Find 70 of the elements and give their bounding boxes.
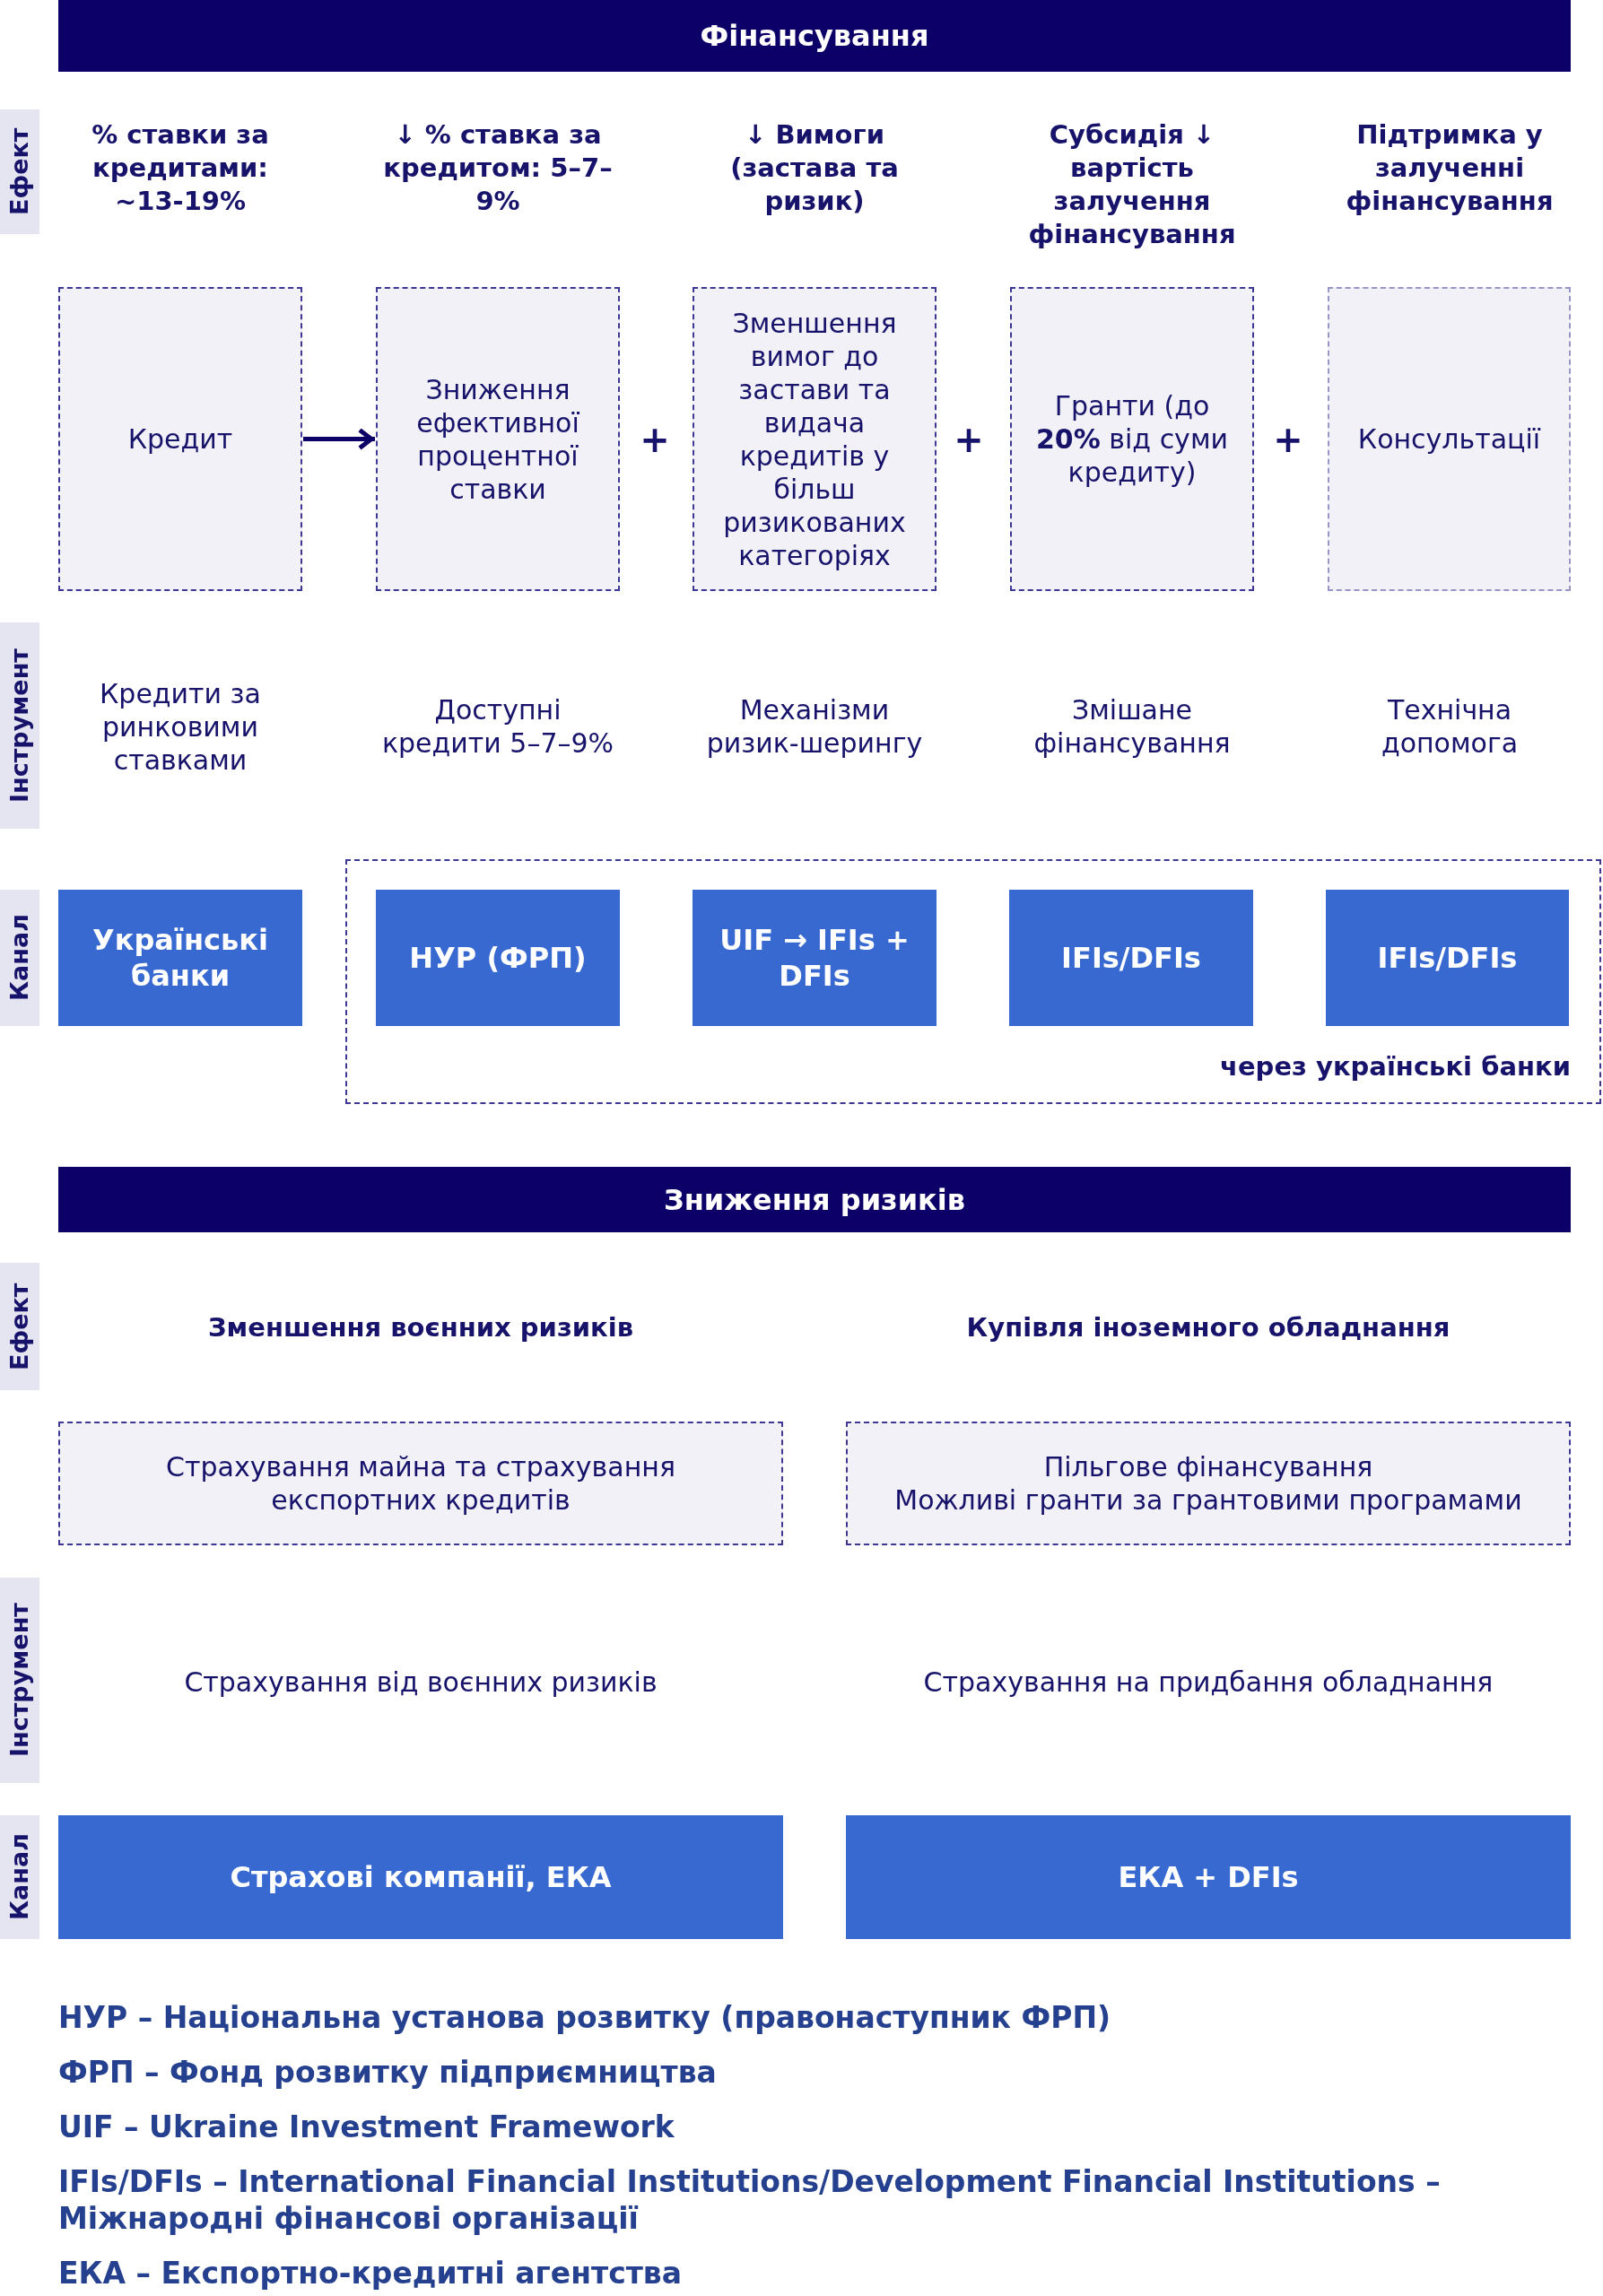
- effect-heading: Зменшення воєнних ризиків: [207, 1311, 634, 1343]
- channel-box: [58, 890, 302, 1026]
- box-text: Кредит: [127, 423, 233, 455]
- box-text: Зменшення вимог до застави та видача кредитів у більш ризикованих категоріях: [723, 307, 906, 571]
- box-text: Гранти (до 20% від суми кредиту): [1036, 390, 1228, 488]
- glossary-entry: ФРП – Фонд розвитку підприємництва: [58, 2055, 717, 2090]
- dashed-box: [1010, 287, 1254, 591]
- instrument-label: Змішане фінансування: [1033, 694, 1231, 759]
- row-label: Канал: [5, 914, 33, 1002]
- channel-name: UIF → IFIs + DFIs: [719, 923, 910, 993]
- row-label-tab: [0, 1263, 39, 1390]
- channel-box: [376, 890, 620, 1026]
- box-text: Можливі гранти за грантовими програмами: [894, 1484, 1522, 1516]
- box-text: Страхування майна та страхування експортних кредитів: [166, 1451, 675, 1516]
- section-title: Зниження ризиків: [664, 1182, 965, 1217]
- instrument-label: Механізми ризик-шерингу: [706, 694, 923, 759]
- dashed-box: [693, 287, 937, 591]
- row-label: Канал: [5, 1833, 33, 1921]
- box-text: Консультації: [1357, 423, 1541, 455]
- dashed-group-frame: [345, 859, 1601, 1104]
- arrow: [303, 428, 375, 450]
- row-label: Ефект: [5, 127, 33, 216]
- effect-heading: Підтримка у залученні фінансування: [1346, 119, 1554, 216]
- box-text: Пільгове фінансування: [1043, 1451, 1373, 1483]
- channel-name: Страхові компанії, ЕКА: [230, 1860, 612, 1894]
- row-label: Інструмент: [5, 648, 33, 803]
- row-label-tab: [0, 1578, 39, 1783]
- channel-name: ЕКА + DFIs: [1118, 1860, 1299, 1894]
- row-label-tab: [0, 1815, 39, 1939]
- row-label: Ефект: [5, 1283, 33, 1370]
- instrument-label: Страхування на придбання обладнання: [923, 1665, 1494, 1698]
- dashed-box: [376, 287, 620, 591]
- effect-heading: Субсидія ↓ вартість залучення фінансування: [1028, 119, 1236, 249]
- plus-sign: +: [1273, 419, 1303, 460]
- plus-sign: +: [640, 419, 670, 460]
- plus-sign: +: [954, 419, 984, 460]
- dashed-box: [58, 1422, 783, 1545]
- group-caption: через українські банки: [1220, 1051, 1571, 1082]
- dashed-box: [1328, 287, 1571, 591]
- channel-name: Українські банки: [92, 923, 268, 993]
- channel-name: IFIs/DFIs: [1377, 941, 1518, 975]
- instrument-label: Доступні кредити 5–7–9%: [381, 694, 614, 759]
- channel-box: [693, 890, 937, 1026]
- section-header-bar: [58, 1167, 1571, 1232]
- effect-heading: ↓ Вимоги (застава та ризик): [730, 119, 899, 216]
- glossary-entry: UIF – Ukraine Investment Framework: [58, 2109, 675, 2144]
- channel-box: [1326, 890, 1569, 1026]
- instrument-label: Страхування від воєнних ризиків: [184, 1665, 658, 1698]
- channel-name: IFIs/DFIs: [1061, 941, 1201, 975]
- dashed-box: [58, 287, 302, 591]
- row-label-tab: [0, 890, 39, 1026]
- row-label-tab: [0, 622, 39, 829]
- dashed-box: [846, 1422, 1571, 1545]
- channel-box: [1009, 890, 1253, 1026]
- channel-name: НУР (ФРП): [409, 941, 587, 975]
- effect-heading: % ставки за кредитами: ~13-19%: [91, 119, 269, 216]
- section-header-bar: [58, 0, 1571, 72]
- channel-box: [846, 1815, 1571, 1939]
- instrument-label: Кредити за ринковими ставками: [100, 677, 261, 776]
- glossary-entry: ЕКА – Експортно-кредитні агентства: [58, 2256, 682, 2291]
- effect-heading: Купівля іноземного обладнання: [966, 1311, 1451, 1343]
- section-title: Фінансування: [700, 19, 929, 53]
- glossary-entry: НУР – Національна установа розвитку (правонаступник ФРП): [58, 2000, 1111, 2035]
- box-text: Зниження ефективної процентної ставки: [416, 373, 579, 505]
- instrument-label: Технічна допомога: [1381, 694, 1519, 759]
- row-label-tab: [0, 109, 39, 234]
- glossary-entry: IFIs/DFIs – International Financial Institutions/Development Financial Institutions – Міжнародні фінансові організації: [58, 2164, 1441, 2236]
- effect-heading: ↓ % ставка за кредитом: 5–7–9%: [383, 119, 613, 216]
- row-label: Інструмент: [5, 1603, 33, 1758]
- channel-box: [58, 1815, 783, 1939]
